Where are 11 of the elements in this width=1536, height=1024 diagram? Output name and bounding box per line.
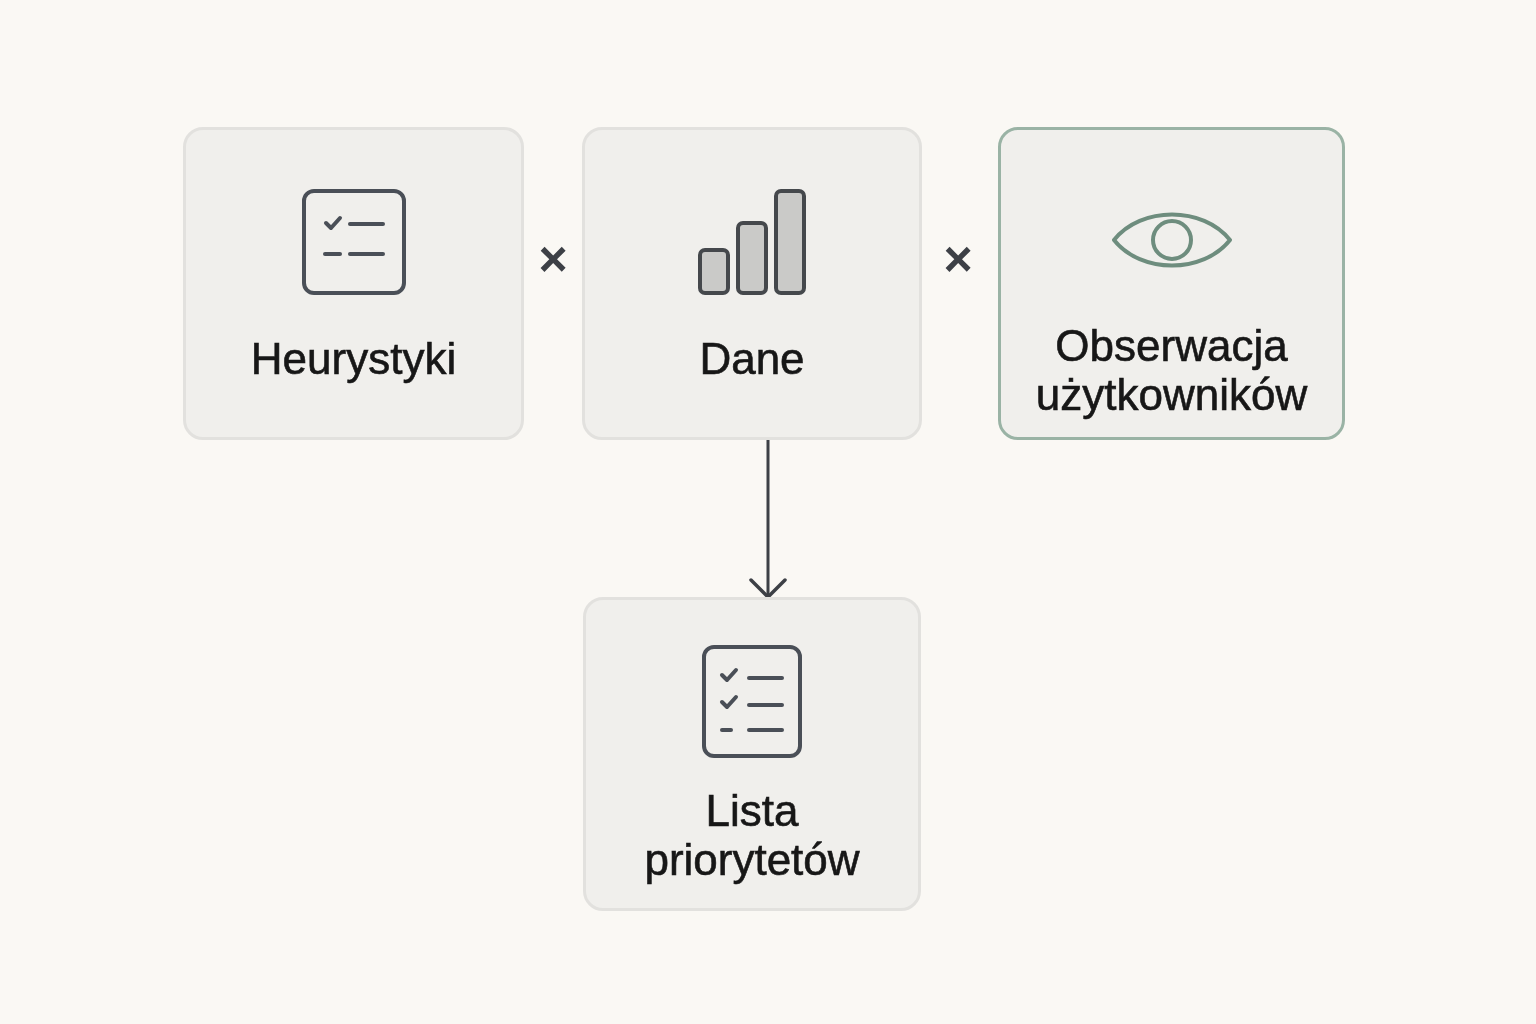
multiply-sign: × [943,234,973,284]
highlighted-card [998,127,1345,440]
card-title: Dane [698,333,806,383]
card-title: Obserwacja użytkowników [1034,321,1309,419]
category-card [582,127,922,440]
card-title: Heurystyki [249,333,458,383]
arrow [749,438,787,599]
card-title: Lista priorytetów [643,786,861,884]
category-card [583,597,921,911]
category-card [183,127,524,440]
multiply-sign: × [538,234,568,284]
